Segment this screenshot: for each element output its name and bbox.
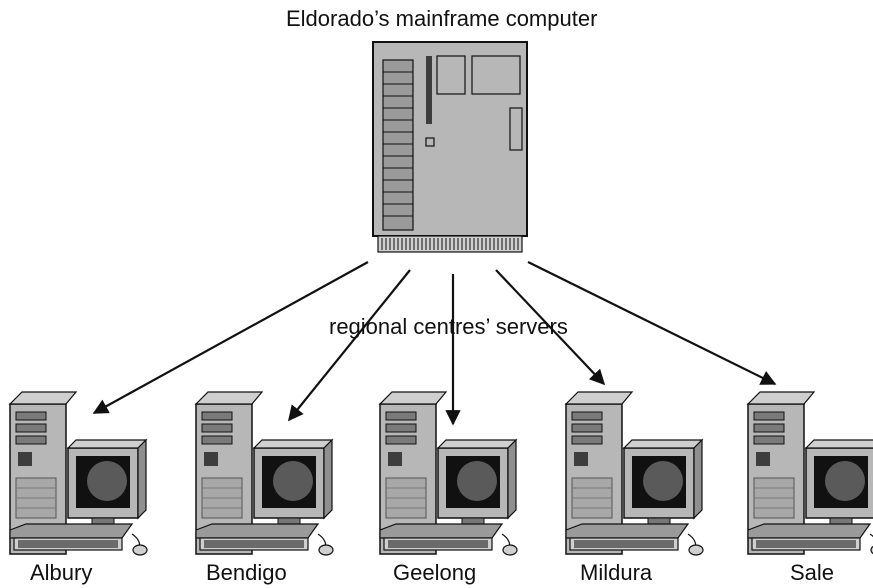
mainframe-label: Eldorado’s mainframe computer [286,6,598,31]
server-label-mildura: Mildura [580,560,653,585]
arrow-to-bendigo [288,269,411,422]
arrow-to-albury [92,261,369,414]
connector-label: regional centres’ servers [329,314,568,339]
server-bendigo-icon [195,391,334,556]
server-albury-icon [9,391,148,556]
server-label-sale: Sale [790,560,835,585]
server-label-bendigo: Bendigo [206,560,287,585]
mainframe-server-icon [372,41,528,253]
connections [92,261,777,426]
server-sale-icon [747,391,873,556]
arrow-to-mildura [495,269,606,386]
server-geelong-icon [379,391,518,556]
server-label-albury: Albury [30,560,93,585]
network-diagram [9,41,873,556]
arrow-to-sale [527,261,777,385]
server-label-geelong: Geelong [393,560,477,585]
server-mildura-icon [565,391,704,556]
